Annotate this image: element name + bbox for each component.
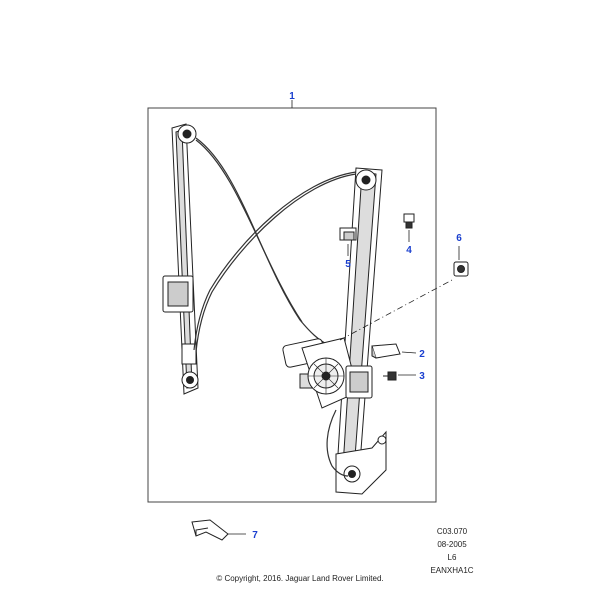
left-guide-rail bbox=[162, 123, 199, 395]
right-guide-rail bbox=[335, 167, 387, 495]
callout-6: 6 bbox=[456, 233, 462, 244]
model-code: L6 bbox=[447, 553, 457, 562]
spring-clip-part bbox=[191, 519, 229, 541]
callout-2: 2 bbox=[419, 349, 425, 360]
callout-4: 4 bbox=[406, 245, 412, 256]
bolt-part bbox=[403, 213, 415, 229]
nut-part bbox=[453, 261, 469, 277]
callout-3: 3 bbox=[419, 371, 425, 382]
screw-part bbox=[383, 371, 397, 381]
window-motor bbox=[282, 337, 373, 409]
callout-7: 7 bbox=[252, 530, 258, 541]
copyright-notice: © Copyright, 2016. Jaguar Land Rover Lim… bbox=[216, 574, 384, 583]
leader-line-2 bbox=[401, 351, 417, 354]
callout-1: 1 bbox=[289, 91, 295, 102]
drawing-date: 08-2005 bbox=[437, 540, 467, 549]
drawing-id: EANXHA1C bbox=[430, 566, 474, 575]
bracket-part bbox=[339, 227, 357, 241]
reference-code: C03.070 bbox=[436, 527, 468, 536]
fixing-axis-line bbox=[339, 279, 453, 341]
callout-5: 5 bbox=[345, 259, 351, 270]
clip-part bbox=[371, 343, 401, 359]
regulator-cables bbox=[193, 137, 357, 477]
